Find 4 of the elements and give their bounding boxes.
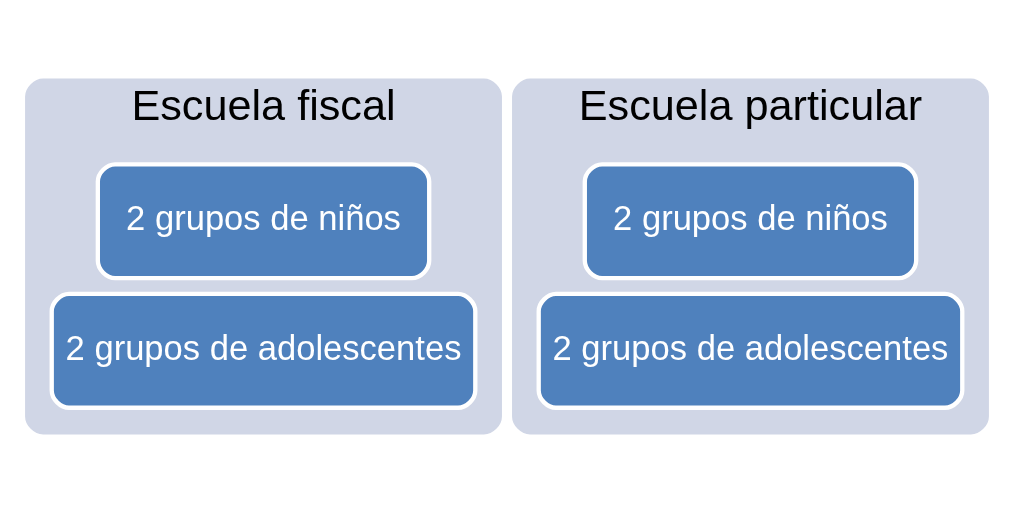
node-box: 2 grupos de adolescentes bbox=[536, 291, 965, 410]
node-box: 2 grupos de adolescentes bbox=[49, 291, 478, 410]
node-box: 2 grupos de niños bbox=[582, 162, 919, 281]
node-box: 2 grupos de niños bbox=[95, 162, 432, 281]
